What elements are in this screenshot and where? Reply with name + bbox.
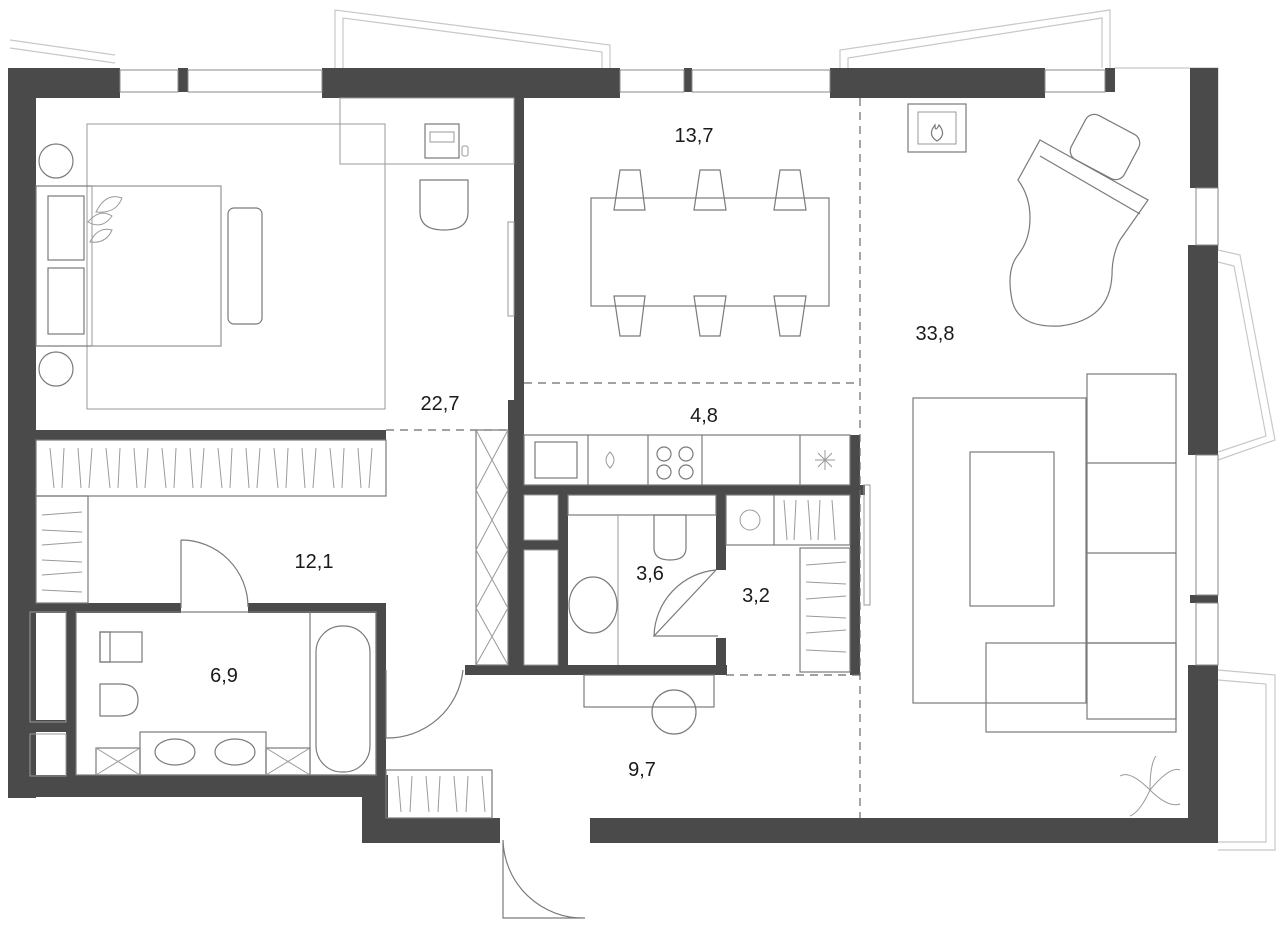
dressing-wardrobes <box>35 429 509 666</box>
living-furniture <box>907 103 1181 817</box>
area-label-dining: 13,7 <box>675 125 714 147</box>
area-label-kitchen: 4,8 <box>690 405 718 427</box>
zone-dividers <box>386 98 861 818</box>
area-label-small-bath: 3,6 <box>636 563 664 585</box>
dining-furniture <box>590 169 830 337</box>
room-labels: 22,7 13,7 33,8 4,8 12,1 3,6 3,2 6,9 9,7 <box>210 125 954 781</box>
walls <box>8 68 1218 843</box>
area-label-hallway: 9,7 <box>628 759 656 781</box>
area-label-dressing: 12,1 <box>295 551 334 573</box>
area-label-laundry: 3,2 <box>742 585 770 607</box>
bathroom-fixtures <box>29 611 377 777</box>
area-label-bathroom: 6,9 <box>210 665 238 687</box>
kitchen-counter <box>523 434 871 606</box>
hallway-furniture <box>385 674 715 819</box>
balcony-outlines <box>9 9 1276 851</box>
area-label-living: 33,8 <box>916 323 955 345</box>
area-label-bedroom: 22,7 <box>421 393 460 415</box>
doors <box>180 539 718 919</box>
bedroom-furniture <box>35 97 515 410</box>
small-bath-laundry <box>523 494 851 673</box>
windows <box>119 69 1219 666</box>
